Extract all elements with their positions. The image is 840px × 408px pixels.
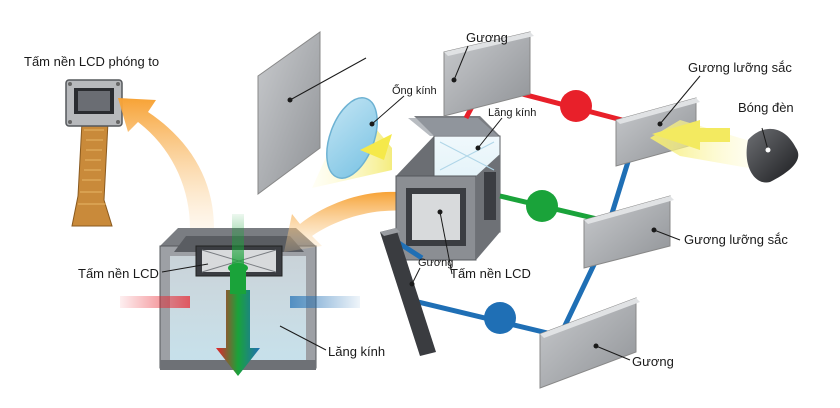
label-prism-top: Lăng kính bbox=[488, 107, 536, 119]
leader-prism-bottom bbox=[279, 325, 327, 351]
prism-cube-left bbox=[120, 214, 360, 376]
label-mirror-top: Gương bbox=[466, 30, 508, 45]
dichroic-mirror-mid bbox=[583, 195, 681, 269]
label-mirror-small: Gương bbox=[418, 257, 453, 269]
mirror-small bbox=[380, 228, 436, 356]
green-filter bbox=[526, 190, 558, 222]
lens bbox=[326, 95, 405, 179]
mirror-bottom bbox=[539, 297, 640, 389]
blue-filter bbox=[484, 302, 516, 334]
label-dichroic-mirror-top: Gương lưỡng sắc bbox=[688, 60, 792, 75]
label-mirror-bottom: Gương bbox=[632, 354, 674, 369]
label-prism-bottom: Lăng kính bbox=[328, 344, 385, 359]
mirror-top bbox=[443, 31, 534, 117]
projection-arrow-up bbox=[118, 98, 214, 228]
red-filter bbox=[560, 90, 592, 122]
enlarged-lcd-panel bbox=[65, 79, 123, 227]
label-lamp: Bóng đèn bbox=[738, 100, 794, 115]
label-dichroic-mirror-mid: Gương lưỡng sắc bbox=[684, 232, 788, 247]
label-lens: Ống kính bbox=[392, 83, 437, 97]
prism-cube-right bbox=[395, 116, 503, 275]
leader-lcd-panel-left bbox=[161, 263, 209, 273]
label-enlarged-lcd-panel: Tấm nền LCD phóng to bbox=[24, 54, 159, 69]
screen bbox=[257, 31, 367, 195]
lamp-arrow bbox=[652, 120, 730, 150]
label-lcd-panel-right: Tấm nền LCD bbox=[450, 266, 531, 281]
label-lcd-panel-left: Tấm nền LCD bbox=[78, 266, 159, 281]
lamp bbox=[746, 127, 799, 183]
projection-arrow-left bbox=[284, 191, 420, 252]
